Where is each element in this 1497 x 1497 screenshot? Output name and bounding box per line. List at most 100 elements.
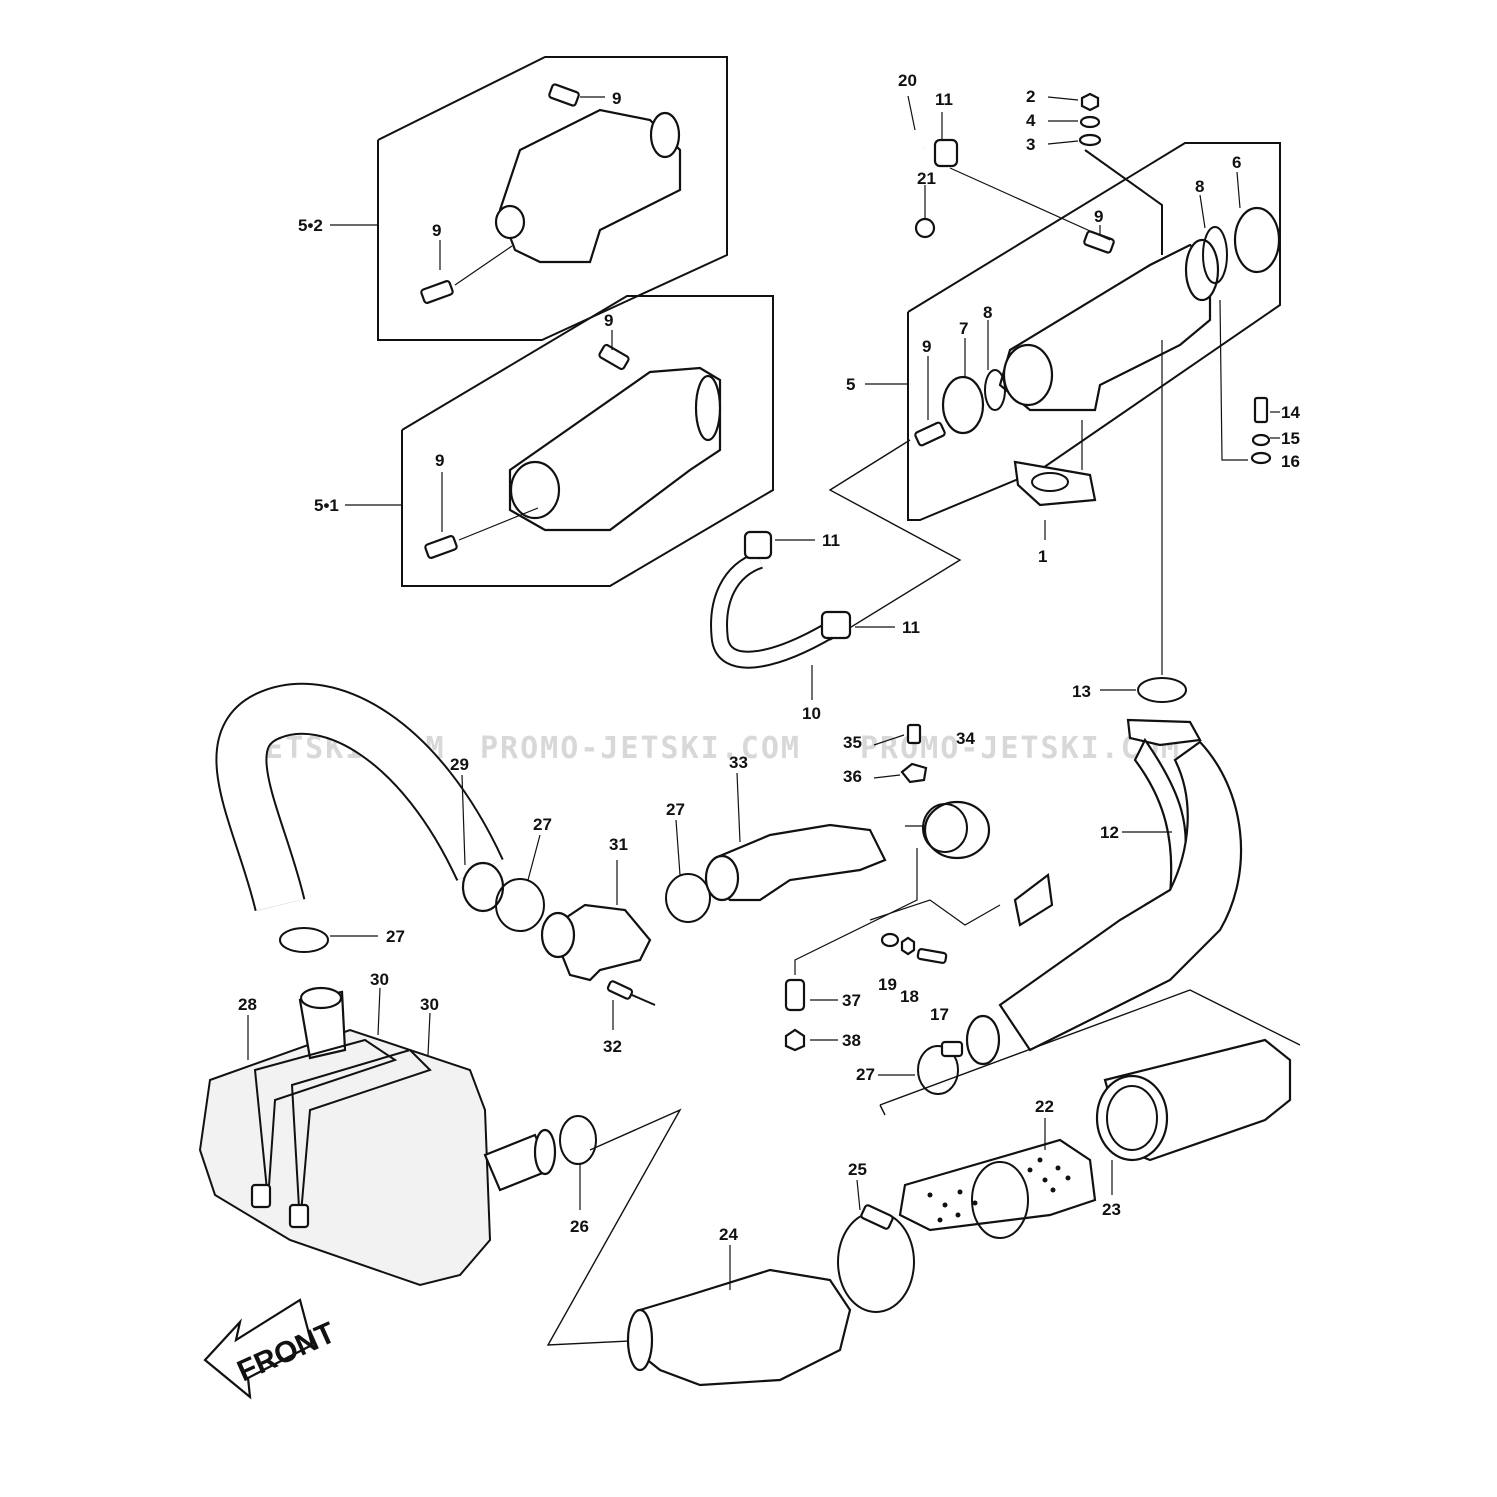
leader-line — [907, 95, 916, 131]
clamp-27 — [279, 927, 329, 953]
leader-line — [736, 772, 741, 843]
clamp-screw — [860, 1204, 894, 1230]
pipe-23-bore — [1106, 1085, 1158, 1151]
callout-13: 13 — [1072, 682, 1091, 701]
clamp-26 — [559, 1115, 597, 1165]
clamp-11 — [743, 530, 773, 560]
callout-21: 21 — [917, 169, 936, 188]
callout-15: 15 — [1281, 429, 1300, 448]
callout-34: 34 — [956, 729, 975, 748]
callout-32: 32 — [603, 1037, 622, 1056]
front-arrow-shape — [203, 1298, 314, 1400]
callout-18: 18 — [900, 987, 919, 1006]
nipple-9 — [598, 343, 630, 371]
callout-33: 33 — [729, 753, 748, 772]
hose-29-group: 29 27 31 27 33 27 32 — [215, 682, 887, 1056]
water-jacket-5-2 — [498, 108, 682, 264]
elbow-flange — [540, 911, 576, 959]
manifold-outlet — [1184, 238, 1220, 302]
leader-line — [1199, 194, 1206, 229]
leader-line — [873, 734, 905, 746]
option-box-5 — [907, 142, 1281, 521]
baffle-holes — [927, 1157, 1071, 1223]
strap-buckle — [250, 1183, 272, 1209]
clamp-11 — [820, 610, 852, 640]
callout-23: 23 — [1102, 1200, 1121, 1219]
exhaust-pipe-12-group: 12 13 19 18 17 27 — [856, 677, 1301, 1116]
callout-7: 7 — [959, 319, 968, 338]
leader-line — [869, 899, 1001, 926]
clamp-27 — [495, 878, 545, 932]
callout-14: 14 — [1281, 403, 1300, 422]
callout-10: 10 — [802, 704, 821, 723]
callout-4: 4 — [1026, 111, 1036, 130]
water-jacket-5-1 — [508, 366, 722, 532]
callout-8: 8 — [1195, 177, 1204, 196]
nut-38 — [784, 1028, 806, 1052]
callout-27: 27 — [533, 815, 552, 834]
option-box-5-1 — [401, 295, 774, 587]
sleeve-34-inner — [922, 803, 968, 853]
clamp-27 — [917, 1045, 959, 1095]
callout-38: 38 — [842, 1031, 861, 1050]
callout-22: 22 — [1035, 1097, 1054, 1116]
callout-5-1: 5•1 — [314, 496, 339, 515]
leader-line — [873, 774, 901, 779]
strap-buckle — [288, 1203, 310, 1229]
callout-27: 27 — [386, 927, 405, 946]
nipple-9 — [1083, 230, 1115, 254]
baffle-22 — [898, 1138, 1097, 1232]
gasket-hole — [1031, 472, 1069, 492]
lockwasher-18 — [900, 936, 916, 956]
callout-28: 28 — [238, 995, 257, 1014]
tailpipe-group: 22 23 25 24 — [626, 1038, 1292, 1387]
lockwasher-15 — [1251, 433, 1271, 447]
washer-3 — [1078, 133, 1102, 147]
baffle-ring — [971, 1161, 1029, 1239]
jacket-outlet — [649, 111, 681, 159]
muffler-28-group: 28 30 30 26 — [198, 970, 682, 1346]
leader-line — [856, 1179, 861, 1211]
water-jacket-5-1-group: 9 5•1 9 — [314, 295, 774, 587]
nipple-9 — [420, 280, 454, 304]
callout-24: 24 — [719, 1225, 738, 1244]
tail-pipe-end — [626, 1308, 654, 1372]
callout-3: 3 — [1026, 135, 1035, 154]
leader-line — [675, 819, 681, 876]
nipple-tail — [631, 994, 656, 1006]
watermark-text: PROMO-JETSKI.COM — [480, 731, 801, 766]
leader-line — [1219, 299, 1248, 461]
callout-2: 2 — [1026, 87, 1035, 106]
callout-9: 9 — [435, 451, 444, 470]
callout-25: 25 — [848, 1160, 867, 1179]
zigzag-divider — [828, 439, 962, 641]
expansion-chamber-12 — [998, 740, 1243, 1052]
callout-35: 35 — [843, 733, 862, 752]
callout-9: 9 — [432, 221, 441, 240]
callout-5: 5 — [846, 375, 855, 394]
callout-8: 8 — [983, 303, 992, 322]
jacket-end — [694, 374, 722, 442]
callout-17: 17 — [930, 1005, 949, 1024]
option-box-5-2 — [377, 56, 728, 341]
callout-9: 9 — [604, 311, 613, 330]
nut-36 — [900, 762, 928, 784]
callout-12: 12 — [1100, 823, 1119, 842]
leader-line — [794, 848, 918, 975]
pipe-23-end — [1095, 1074, 1169, 1162]
clamp-25 — [837, 1211, 915, 1313]
mount-bracket — [1013, 872, 1054, 927]
o-ring-8 — [984, 369, 1006, 411]
hose-29-inner — [217, 684, 502, 911]
tail-pipe-24 — [633, 1268, 852, 1387]
cap-7 — [941, 375, 985, 435]
nipple-9 — [914, 421, 946, 447]
gasket-1 — [1013, 460, 1097, 507]
callout-5-2: 5•2 — [298, 216, 323, 235]
o-ring-8 — [1202, 226, 1228, 284]
leader-line — [377, 987, 381, 1036]
leader-line — [949, 167, 1111, 241]
manifold-bore — [1002, 343, 1054, 407]
nipple-9 — [548, 83, 580, 107]
